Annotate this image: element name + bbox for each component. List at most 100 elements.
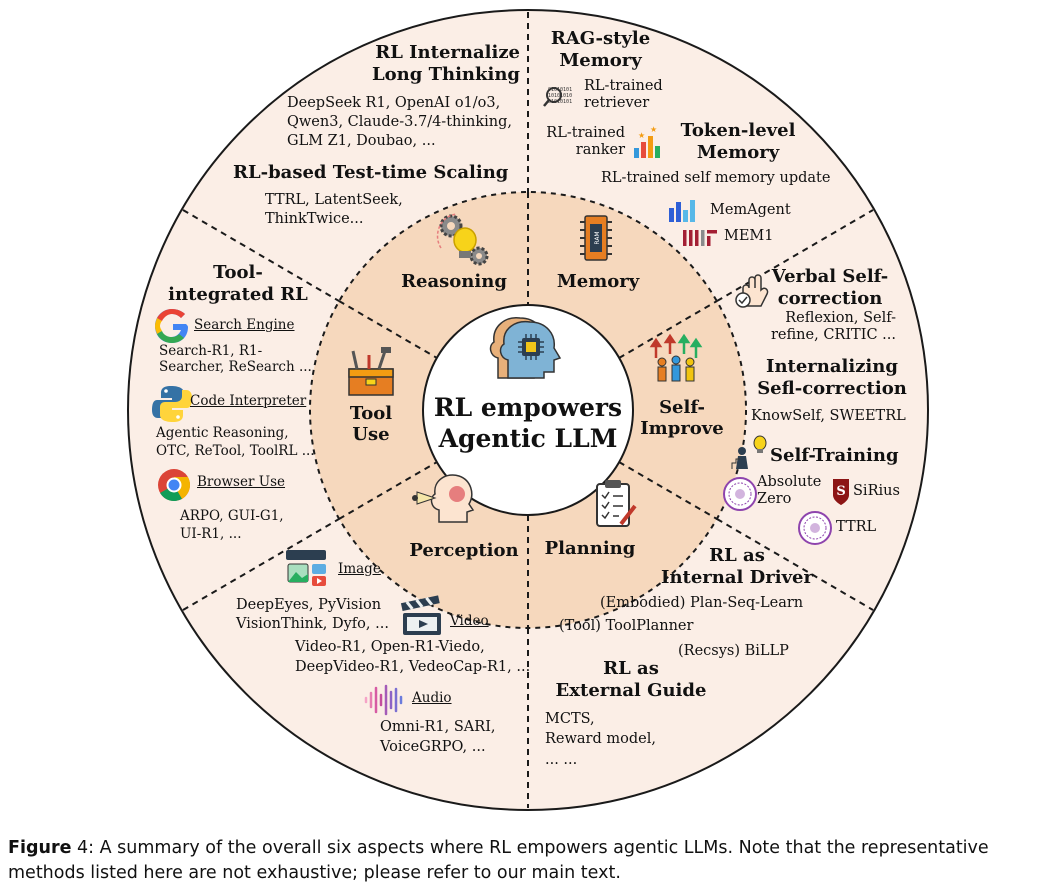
external-guide-methods-line1: MCTS, [545, 711, 595, 727]
figure-number: 4 [77, 838, 89, 858]
core-label-reasoning: Reasoning [401, 271, 507, 292]
memagent-logo [669, 200, 695, 222]
rl-trained-ranker-line1: RL-trained [546, 125, 625, 141]
google-icon [155, 309, 188, 343]
rl-trained-retriever: RL-trained retriever [584, 78, 663, 112]
rag-memory-heading-line2: Memory [559, 49, 642, 71]
absolute-zero-label-line1: Absolute [757, 474, 822, 490]
center-title: RL empowers Agentic LLM [428, 392, 628, 455]
core-label-perception: Perception [409, 540, 519, 561]
rl-internalize-methods: DeepSeek R1, OpenAI o1/o3, Qwen3, Claude… [287, 94, 512, 151]
internalizing-correction-heading: Internalizing Sefl-correction [748, 356, 916, 399]
clapperboard-icon [400, 595, 441, 635]
sirius-label: SiRius [853, 483, 900, 499]
video-label: Video [450, 613, 489, 629]
search-engine-label: Search Engine [194, 317, 295, 333]
audio-label: Audio [412, 690, 452, 706]
rag-memory-heading-line1: RAG-style [550, 28, 651, 49]
core-label-self-improve-line1: Self- [659, 397, 705, 418]
code-interpreter-methods-line2: OTC, ReTool, ToolRL ... [156, 442, 315, 459]
external-guide-methods-line3: ... ... [545, 751, 578, 768]
rl-internalize-methods-line3: GLM Z1, Doubao, ... [287, 132, 436, 149]
growth-people-icon [649, 333, 703, 382]
middle-dividers [338, 192, 718, 628]
rl-internalize-methods-line1: DeepSeek R1, OpenAI o1/o3, [287, 95, 501, 111]
binary-search-icon: 01010101 10101010 01010101 [543, 87, 572, 107]
core-label-tool-use-line1: Tool [349, 403, 393, 424]
internalizing-correction-heading-line2: Sefl-correction [757, 377, 907, 399]
code-interpreter-methods-line1: Agentic Reasoning, [156, 425, 289, 441]
internal-driver-heading: RL as Internal Driver [652, 545, 822, 588]
image-label: Image [338, 561, 381, 577]
rag-memory-heading: RAG-style Memory [543, 28, 658, 71]
core-label-self-improve-line2: Improve [640, 418, 724, 440]
clipboard-checklist-icon [596, 480, 637, 527]
verbal-self-correction-heading-line2: correction [777, 287, 883, 309]
ttrl-label: TTRL [836, 519, 877, 535]
absolute-zero-label-line2: Zero [757, 491, 792, 508]
verbal-self-correction-methods-line1: Reflexion, Self- [785, 310, 896, 326]
core-label-planning: Planning [544, 538, 636, 559]
rl-internalize-heading-line1: RL Internalize [375, 42, 520, 63]
token-memory-heading-line2: Memory [696, 141, 780, 163]
university-seal-icon [798, 511, 832, 545]
rl-internalize-heading-line2: Long Thinking [372, 63, 520, 85]
svg-text:01010101: 01010101 [548, 99, 572, 105]
rl-trained-ranker: RL-trained ranker [535, 125, 625, 159]
internal-driver-heading-line1: RL as [709, 545, 765, 566]
internal-driver-method-1: (Embodied) Plan-Seq-Learn [600, 595, 804, 611]
audio-methods-line1: Omni-R1, SARI, [380, 719, 496, 735]
svg-text:S: S [836, 484, 845, 499]
core-label-tool-use: Tool Use [336, 403, 406, 445]
chrome-icon [158, 469, 191, 502]
token-memory-heading: Token-level Memory [670, 120, 806, 163]
image-methods: DeepEyes, PyVision VisionThink, Dyfo, ..… [236, 596, 389, 634]
test-time-scaling-methods-line1: TTRL, LatentSeek, [265, 192, 403, 208]
hand-check-icon [735, 274, 769, 308]
internalizing-correction-heading-line1: Internalizing [766, 356, 898, 377]
verbal-self-correction-heading-line1: Verbal Self- [771, 266, 889, 287]
verbal-self-correction-methods: Reflexion, Self- refine, CRITIC ... [760, 310, 896, 344]
mit-logo [683, 230, 717, 246]
core-label-tool-use-line2: Use [352, 424, 390, 446]
verbal-self-correction-methods-line2: refine, CRITIC ... [771, 327, 896, 344]
university-seal-icon [723, 477, 757, 511]
gear-lightbulb-icon [436, 213, 489, 266]
image-methods-line2: VisionThink, Dyfo, ... [236, 615, 389, 632]
tool-integrated-heading-line2: integrated RL [168, 283, 308, 305]
figure-caption-text: : A summary of the overall six aspects w… [8, 838, 989, 883]
external-guide-methods-line2: Reward model, [545, 731, 656, 748]
external-guide-methods: MCTS, Reward model, ... ... [545, 709, 656, 770]
rl-internalize-heading: RL Internalize Long Thinking [330, 42, 520, 85]
center-title-line1: RL empowers [433, 393, 623, 422]
search-engine-methods-line1: Search-R1, R1- [159, 343, 263, 359]
absolute-zero-label: Absolute Zero [757, 474, 821, 508]
internal-driver-heading-line2: Internal Driver [661, 566, 813, 588]
image-gallery-icon [286, 550, 326, 586]
audio-methods: Omni-R1, SARI, VoiceGRPO, ... [380, 717, 496, 758]
browser-use-methods: ARPO, GUI-G1, UI-R1, ... [180, 508, 284, 543]
rl-internalize-methods-line2: Qwen3, Claude-3.7/4-thinking, [287, 113, 513, 130]
figure-label: Figure [8, 838, 72, 858]
code-interpreter-methods: Agentic Reasoning, OTC, ReTool, ToolRL .… [156, 425, 315, 460]
internal-driver-method-2: (Tool) ToolPlanner [559, 618, 694, 634]
token-memory-heading-line1: Token-level [680, 120, 796, 141]
test-time-scaling-methods-line2: ThinkTwice... [265, 210, 364, 227]
waveform-icon [364, 684, 403, 716]
tool-integrated-heading-line1: Tool- [213, 262, 263, 283]
test-time-scaling-methods: TTRL, LatentSeek, ThinkTwice... [265, 191, 403, 229]
image-methods-line1: DeepEyes, PyVision [236, 597, 382, 613]
person-idea-icon [731, 435, 767, 469]
internal-driver-method-3: (Recsys) BiLLP [678, 643, 789, 659]
verbal-self-correction-heading: Verbal Self- correction [766, 266, 894, 309]
diagram-canvas: RAM [127, 9, 929, 811]
mem1-label: MEM1 [724, 228, 774, 244]
self-training-heading: Self-Training [770, 445, 899, 466]
figure-caption: Figure 4: A summary of the overall six a… [8, 836, 1058, 885]
tool-integrated-heading: Tool- integrated RL [158, 262, 318, 305]
ranker-chart-icon: ★ ★ [634, 125, 660, 158]
browser-use-methods-line1: ARPO, GUI-G1, [180, 508, 284, 524]
memagent-label: MemAgent [710, 202, 791, 218]
browser-use-label: Browser Use [197, 474, 286, 490]
outer-dividers [182, 12, 874, 808]
